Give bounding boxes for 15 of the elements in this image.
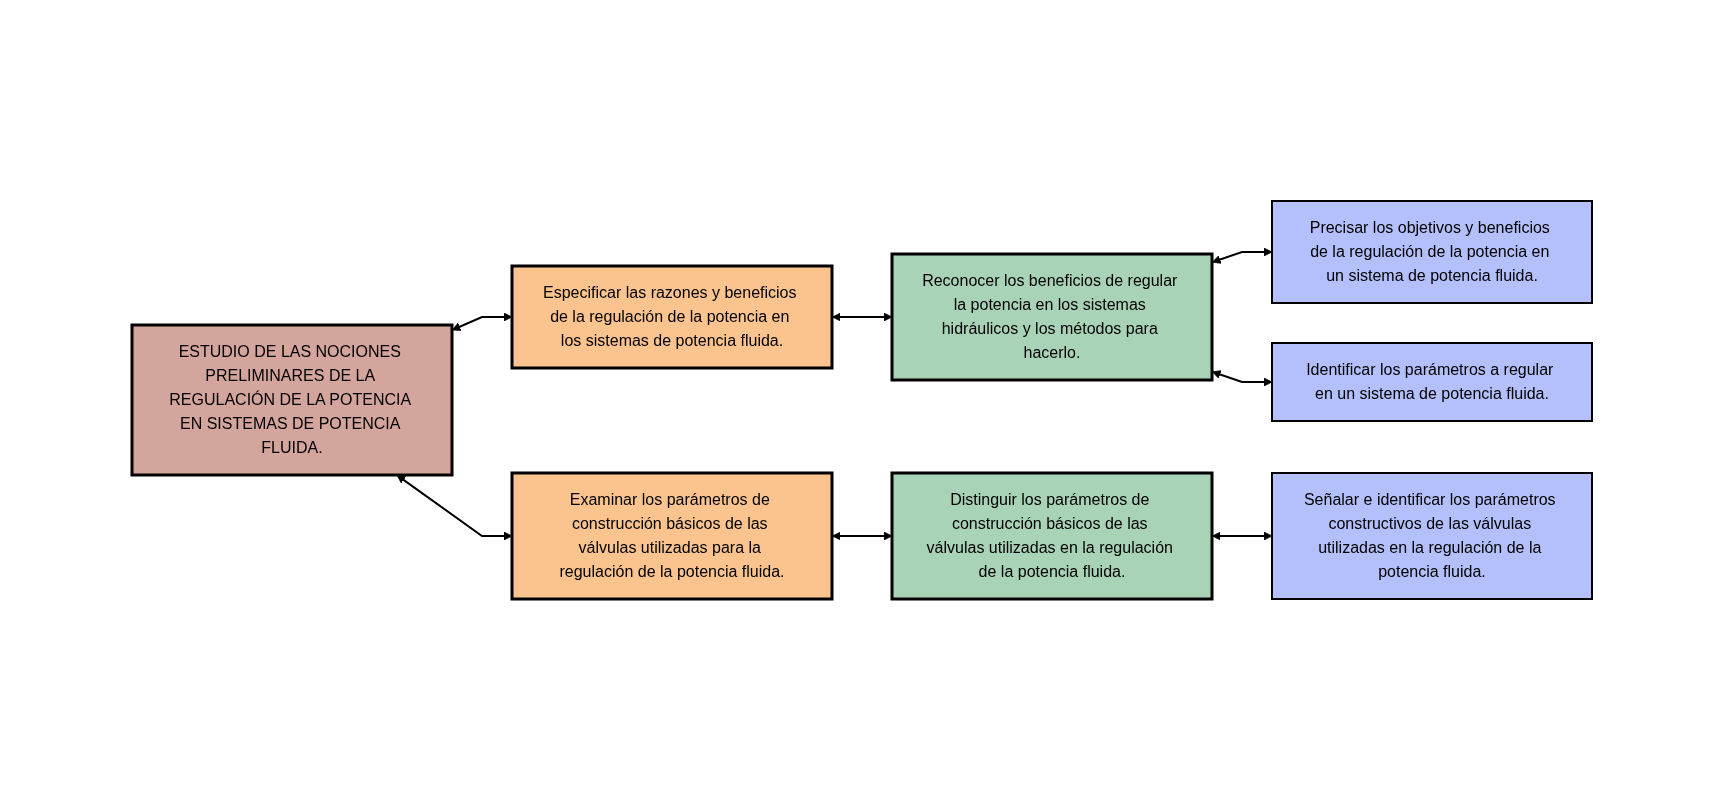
arrow <box>451 312 512 331</box>
arrow <box>1211 247 1272 264</box>
node-box: Identificar los parámetros a regular en un sistema de potencia fluida. <box>1270 341 1593 422</box>
node-box: Precisar los objetivos y beneficios de la regulación de la potencia en un sistema de potencia fluida. <box>1270 199 1593 304</box>
node-box: Distinguir los parámetros de construcción básicos de las válvulas utilizadas en la regulación de la potencia fluida. <box>890 471 1213 600</box>
node-box: Reconocer los beneficios de regular la potencia en los sistemas hidráulicos y los métodos para hacerlo. <box>890 252 1213 381</box>
arrow <box>1211 369 1272 386</box>
arrow <box>831 312 892 321</box>
arrow <box>396 474 512 540</box>
arrow <box>831 531 892 540</box>
node-box: Señalar e identificar los parámetros constructivos de las válvulas utilizadas en la regulación de la potencia fluida. <box>1270 471 1593 600</box>
node-box: Especificar las razones y beneficios de la regulación de la potencia en los sistemas de potencia fluida. <box>510 264 833 369</box>
arrow <box>1211 531 1272 540</box>
node-box: ESTUDIO DE LAS NOCIONES PRELIMINARES DE LA REGULACIÓN DE LA POTENCIA EN SISTEMAS DE POTENCIA FLUIDA. <box>130 323 453 476</box>
node-box: Examinar los parámetros de construcción básicos de las válvulas utilizadas para la regulación de la potencia fluida. <box>510 471 833 600</box>
